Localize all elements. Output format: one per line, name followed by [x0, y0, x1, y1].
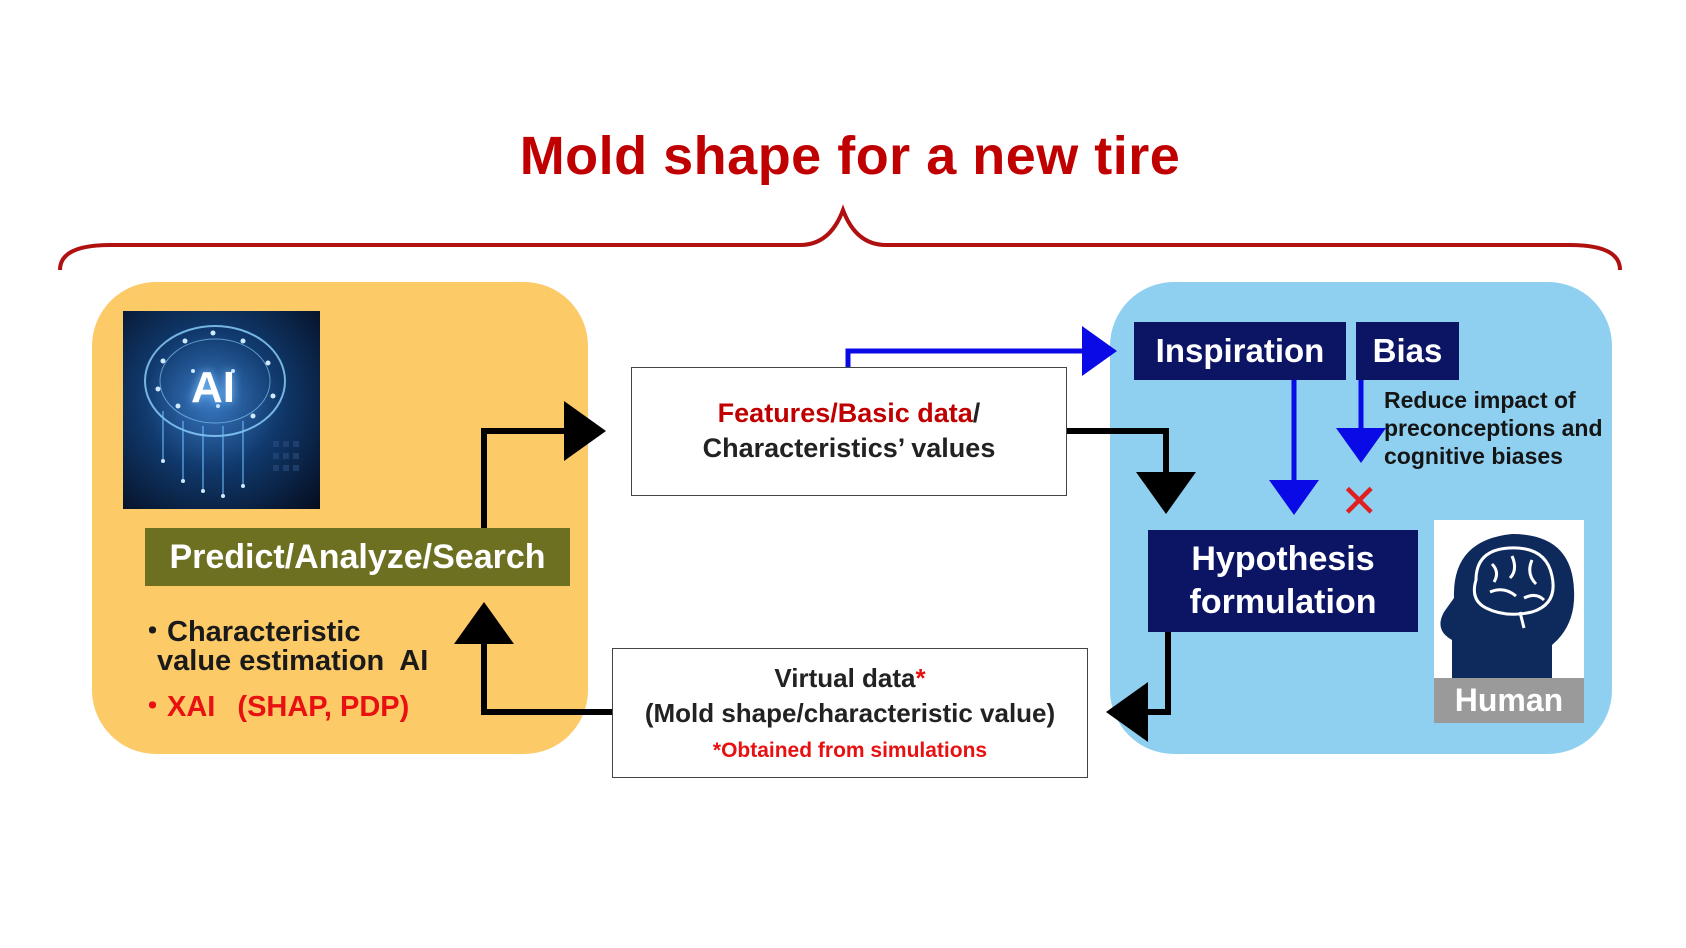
brain-circuit-icon: [144, 325, 299, 498]
bullet-marker: ・: [138, 616, 168, 648]
reduce-bias-line2: preconceptions and: [1384, 415, 1603, 441]
bullet-xai-methods: (SHAP, PDP): [237, 691, 410, 723]
simulation-footnote: *Obtained from simulations: [712, 739, 988, 762]
human-label: Human: [1434, 678, 1584, 723]
bullet-characteristic: ・Characteristic: [138, 608, 360, 650]
hypothesis-formulation-box: Hypothesis formulation: [1148, 530, 1418, 632]
bullet-characteristic-line1: Characteristic: [167, 616, 361, 648]
virtual-data-box: Virtual data* (Mold shape/characteristic…: [612, 648, 1088, 778]
bullet-xai: ・XAI (SHAP, PDP): [138, 683, 409, 725]
bias-box: Bias: [1356, 322, 1459, 380]
reduce-bias-line3: cognitive biases: [1384, 443, 1563, 469]
features-basic-data-box: Features/Basic data/ Characteristics’ va…: [631, 367, 1067, 496]
bullet-marker: ・: [138, 691, 168, 723]
reduce-bias-note: Reduce impact of preconceptions and cogn…: [1384, 386, 1624, 470]
diagram-title: Mold shape for a new tire: [519, 126, 1181, 186]
ai-brain-image: AI: [123, 311, 320, 509]
hypothesis-line1: Hypothesis: [1191, 540, 1375, 578]
virtual-data-star: *: [915, 663, 926, 693]
features-label: Features/Basic data: [717, 398, 973, 428]
virtual-data-line1: Virtual data*: [613, 663, 1087, 694]
mold-shape-characteristic-label: (Mold shape/characteristic value): [644, 698, 1056, 728]
predict-analyze-search-box: Predict/Analyze/Search: [145, 528, 570, 586]
ai-image-label: AI: [191, 363, 235, 412]
features-line1: Features/Basic data/: [632, 398, 1066, 429]
features-slash: /: [972, 398, 981, 428]
human-head-icon: [1440, 534, 1575, 678]
hypothesis-line2: formulation: [1189, 583, 1377, 621]
inspiration-box: Inspiration: [1134, 322, 1346, 380]
human-head-image: Human: [1434, 520, 1584, 723]
bullet-xai-label: XAI: [167, 691, 216, 723]
reduce-bias-line1: Reduce impact of: [1384, 387, 1576, 413]
characteristics-values-label: Characteristics’ values: [702, 433, 996, 463]
cross-icon: ✕: [1340, 475, 1379, 527]
bullet-characteristic-line2: value estimation AI: [157, 645, 429, 677]
virtual-data-label: Virtual data: [774, 663, 916, 693]
